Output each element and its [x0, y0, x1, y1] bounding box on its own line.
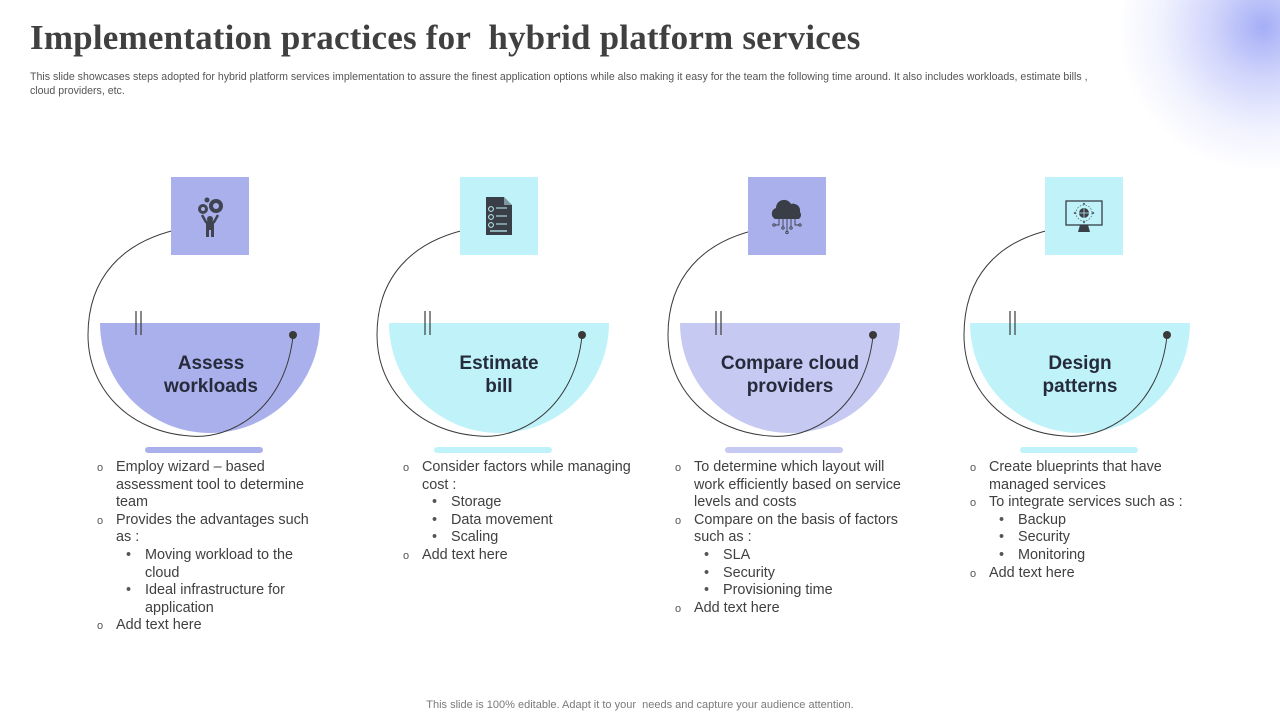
step-design-patterns: Design patterns Create blueprints that h… [952, 170, 1242, 650]
step-label-line: Design [1048, 353, 1112, 374]
page-title: Implementation practices for hybrid plat… [30, 18, 861, 57]
cloud-network-icon [771, 199, 802, 235]
cycle-arc [667, 227, 874, 437]
bullet-item: Add text here [403, 547, 633, 566]
arc-start-dot [578, 331, 586, 339]
bullet-item: To integrate services such as : [970, 494, 1200, 513]
step-bullet-list: Employ wizard – based assessment tool to… [97, 459, 327, 636]
step-assess-workloads: Assess workloads Employ wizard – based a… [80, 170, 370, 650]
step-label-line: Compare cloud [720, 353, 860, 374]
footer-note: This slide is 100% editable. Adapt it to… [426, 699, 854, 711]
bowl-shape [100, 323, 320, 433]
step-graphic [963, 222, 1190, 437]
bowl-shape [389, 323, 609, 433]
step-bullet-list: To determine which layout will work effi… [675, 459, 905, 619]
step-bullet-list: Create blueprints that have managed serv… [970, 459, 1200, 584]
step-label: Estimate bill [389, 352, 609, 398]
icon-box [460, 177, 538, 255]
page-subtitle: This slide showcases steps adopted for h… [30, 71, 1088, 97]
arc-start-dot [289, 331, 297, 339]
sub-bullet-item: Ideal infrastructure for application [97, 582, 327, 617]
step-compare-cloud-providers: Compare cloud providers To determine whi… [660, 170, 950, 650]
sub-bullet-item: Security [970, 529, 1200, 547]
person-gears-icon [198, 197, 223, 237]
decorative-glow [1120, 0, 1280, 170]
monitor-globe-icon [1065, 200, 1103, 232]
step-label-line: providers [746, 376, 834, 397]
cycle-arc [376, 227, 583, 437]
step-label: Assess workloads [101, 352, 321, 398]
sub-bullet-item: Monitoring [970, 547, 1200, 565]
arc-start-dot [869, 331, 877, 339]
sub-bullet-item: Data movement [403, 512, 633, 530]
bullet-item: Create blueprints that have managed serv… [970, 459, 1200, 494]
bowl-shape [970, 323, 1190, 433]
bullet-item: Employ wizard – based assessment tool to… [97, 459, 327, 512]
step-bullet-list: Consider factors while managing cost :St… [403, 459, 633, 566]
divider-bar [1020, 447, 1138, 453]
divider-bar [725, 447, 843, 453]
cycle-arc [87, 227, 294, 437]
sub-bullet-item: Backup [970, 512, 1200, 530]
step-label-line: patterns [1042, 376, 1118, 397]
bullet-item: Add text here [675, 600, 905, 619]
bullet-item: Add text here [97, 617, 327, 636]
sub-bullet-item: Scaling [403, 529, 633, 547]
step-label: Compare cloud providers [680, 352, 900, 398]
step-graphic [667, 222, 900, 437]
step-label: Design patterns [970, 352, 1190, 398]
step-label-line: bill [485, 376, 513, 397]
step-estimate-bill: Estimate bill Consider factors while man… [369, 170, 659, 650]
sub-bullet-item: SLA [675, 547, 905, 565]
document-checklist-icon [486, 197, 512, 235]
bullet-item: To determine which layout will work effi… [675, 459, 905, 512]
divider-bar [434, 447, 552, 453]
divider-bar [145, 447, 263, 453]
bowl-shape [680, 323, 900, 433]
sub-bullet-item: Moving workload to the cloud [97, 547, 327, 582]
sub-bullet-item: Security [675, 565, 905, 583]
step-label-line: workloads [164, 376, 258, 397]
bullet-item: Compare on the basis of factors such as … [675, 512, 905, 547]
cycle-arc [963, 227, 1168, 437]
bullet-item: Consider factors while managing cost : [403, 459, 633, 494]
sub-bullet-item: Provisioning time [675, 582, 905, 600]
bullet-item: Add text here [970, 565, 1200, 584]
sub-bullet-item: Storage [403, 494, 633, 512]
icon-box [171, 177, 249, 255]
icon-box [748, 177, 826, 255]
icon-box [1045, 177, 1123, 255]
bullet-item: Provides the advantages such as : [97, 512, 327, 547]
arc-start-dot [1163, 331, 1171, 339]
step-label-line: Assess [177, 353, 245, 374]
step-label-line: Estimate [459, 353, 539, 374]
